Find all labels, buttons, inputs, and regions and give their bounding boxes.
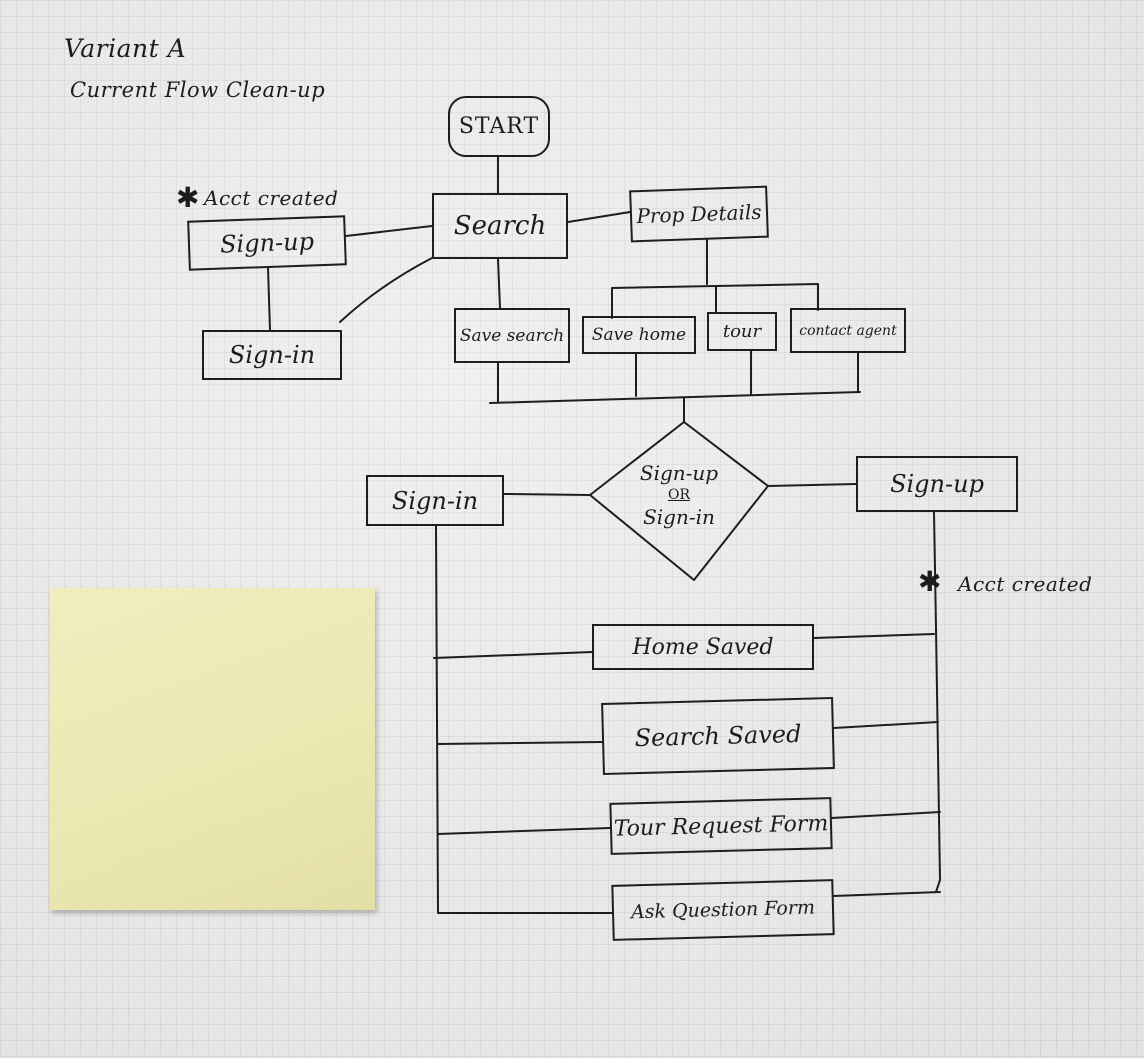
signup-trunk — [933, 511, 941, 893]
decision-line-1: Sign-up — [639, 461, 719, 485]
signin-mid-node: Sign-in — [366, 475, 504, 526]
decision-diamond — [589, 421, 769, 581]
connector-decision-signin — [503, 493, 591, 496]
connector-signup-tourform — [831, 811, 941, 819]
connector-signup-homesaved — [813, 633, 935, 639]
signup-mid-node: Sign-up — [856, 456, 1018, 512]
sticky-note — [50, 588, 375, 910]
diagram-subtitle: Current Flow Clean-up — [70, 78, 326, 102]
asterisk-icon: ✱ — [176, 181, 200, 214]
acct-created-note-right: Acct created — [958, 572, 1093, 596]
connector-signup-signin — [267, 267, 271, 331]
diagram-title: Variant A — [64, 34, 187, 63]
signin-trunk — [435, 525, 613, 914]
contact-agent-node: contact agent — [790, 308, 906, 353]
collector-line — [489, 391, 861, 404]
signin-top-node: Sign-in — [202, 330, 342, 380]
decision-node: Sign-up OR Sign-in — [590, 422, 768, 580]
tour-request-form-node: Tour Request Form — [609, 797, 833, 855]
connector-search-savesearch — [497, 258, 501, 309]
connector-search-signup — [345, 225, 433, 237]
start-node: START — [448, 96, 550, 157]
ask-question-form-node: Ask Question Form — [611, 879, 835, 941]
connector-signup-searchsaved — [833, 721, 939, 729]
home-saved-node: Home Saved — [592, 624, 814, 670]
connector-search-prop — [567, 211, 631, 223]
search-node: Search — [432, 193, 568, 259]
acct-created-note-top: Acct created — [204, 186, 339, 210]
decision-line-2: Sign-in — [643, 505, 715, 529]
asterisk-icon: ✱ — [918, 565, 942, 598]
signup-top-node: Sign-up — [187, 215, 347, 271]
save-search-node: Save search — [454, 308, 570, 363]
connector-signin-tourform — [437, 827, 611, 835]
search-saved-node: Search Saved — [601, 696, 835, 776]
decision-label: Sign-up OR Sign-in — [590, 460, 768, 530]
prop-details-node: Prop Details — [629, 185, 769, 243]
decision-or: OR — [667, 487, 691, 503]
connector-decision-signup — [767, 483, 857, 487]
connector-signup-askform — [833, 891, 941, 897]
tour-node: tour — [707, 312, 777, 351]
connector-signin-searchsaved — [437, 741, 603, 745]
save-home-node: Save home — [582, 316, 696, 354]
connector-search-signin — [339, 257, 433, 323]
connector-signin-homesaved — [433, 651, 593, 659]
